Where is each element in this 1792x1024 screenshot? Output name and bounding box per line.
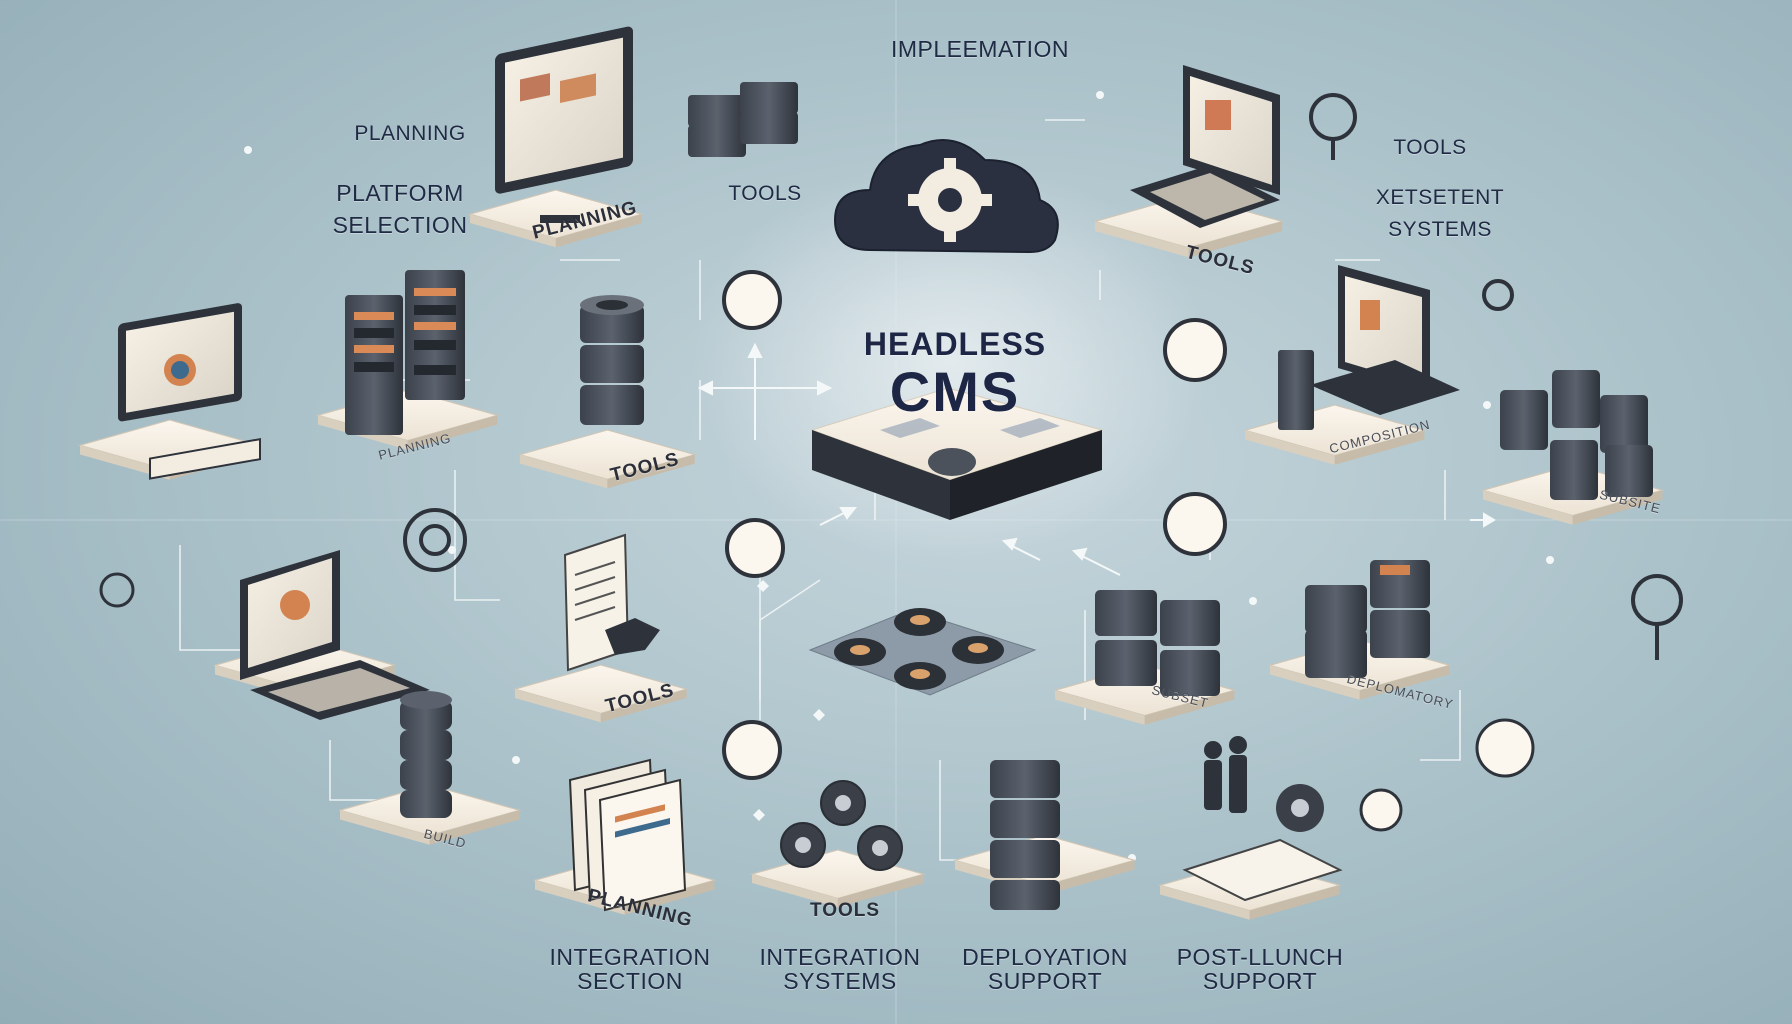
badge-icon xyxy=(99,572,135,608)
bottom-deployment-support-2: SUPPORT xyxy=(987,968,1103,994)
bottom-integration-section-1: INTEGRATION xyxy=(549,944,711,970)
platform-db-center-bottom xyxy=(954,760,1135,910)
location-pin-icon xyxy=(1309,93,1683,660)
platform-left-monitor xyxy=(79,303,261,481)
platform-people xyxy=(1159,736,1343,921)
platform-tools-dbstack xyxy=(519,295,696,489)
label-platform-selection-1: PLATFORM xyxy=(336,180,464,206)
label-existing-systems-2: SYSTEMS xyxy=(1388,218,1492,241)
cloud-gear-icon xyxy=(833,139,1059,254)
bottom-post-launch-2: SUPPORT xyxy=(1202,968,1318,994)
circle-badge-icon xyxy=(722,270,1535,832)
platform-planning-monitor xyxy=(469,26,643,248)
platform-files xyxy=(534,758,715,916)
platform-label-tools-gears: TOOLS xyxy=(809,900,881,921)
label-implementation: IMPLEEMATION xyxy=(890,36,1070,62)
db-stack-icon-top xyxy=(688,82,798,157)
label-planning: PLANNING xyxy=(354,122,466,145)
platform-db-barrel xyxy=(339,691,520,846)
platform-subset xyxy=(1054,590,1235,726)
bottom-integration-systems-2: SYSTEMS xyxy=(783,968,897,994)
bottom-post-launch-1: POST-LLUNCH xyxy=(1176,944,1344,970)
center-title-line2: CMS xyxy=(889,360,1021,423)
platform-center-hub xyxy=(810,387,1104,520)
bottom-deployment-support-1: DEPLOYATION xyxy=(962,944,1128,970)
platform-deployment xyxy=(1269,560,1450,701)
bottom-integration-section-2: SECTION xyxy=(577,968,683,994)
bottom-integration-systems-1: INTEGRATION xyxy=(759,944,921,970)
decorative-dots xyxy=(244,91,1554,862)
platform-laptop-right xyxy=(1094,65,1283,258)
gear-icon xyxy=(403,508,467,572)
label-tools-right: TOOLS xyxy=(1393,136,1467,159)
platform-hub-chips xyxy=(808,608,1037,696)
platform-gears xyxy=(751,780,925,908)
center-title-line1: HEADLESS xyxy=(863,326,1047,362)
label-existing-systems-1: XETSETENT xyxy=(1375,186,1505,209)
platform-subsite xyxy=(1482,370,1663,526)
label-tools-top: TOOLS xyxy=(728,182,802,205)
flow-arrows xyxy=(697,342,1496,576)
platform-document xyxy=(514,533,688,723)
platform-composition xyxy=(1244,265,1460,466)
platform-laptop-left xyxy=(214,550,430,720)
platform-racks xyxy=(317,270,498,451)
label-platform-selection-2: SELECTION xyxy=(332,212,468,238)
